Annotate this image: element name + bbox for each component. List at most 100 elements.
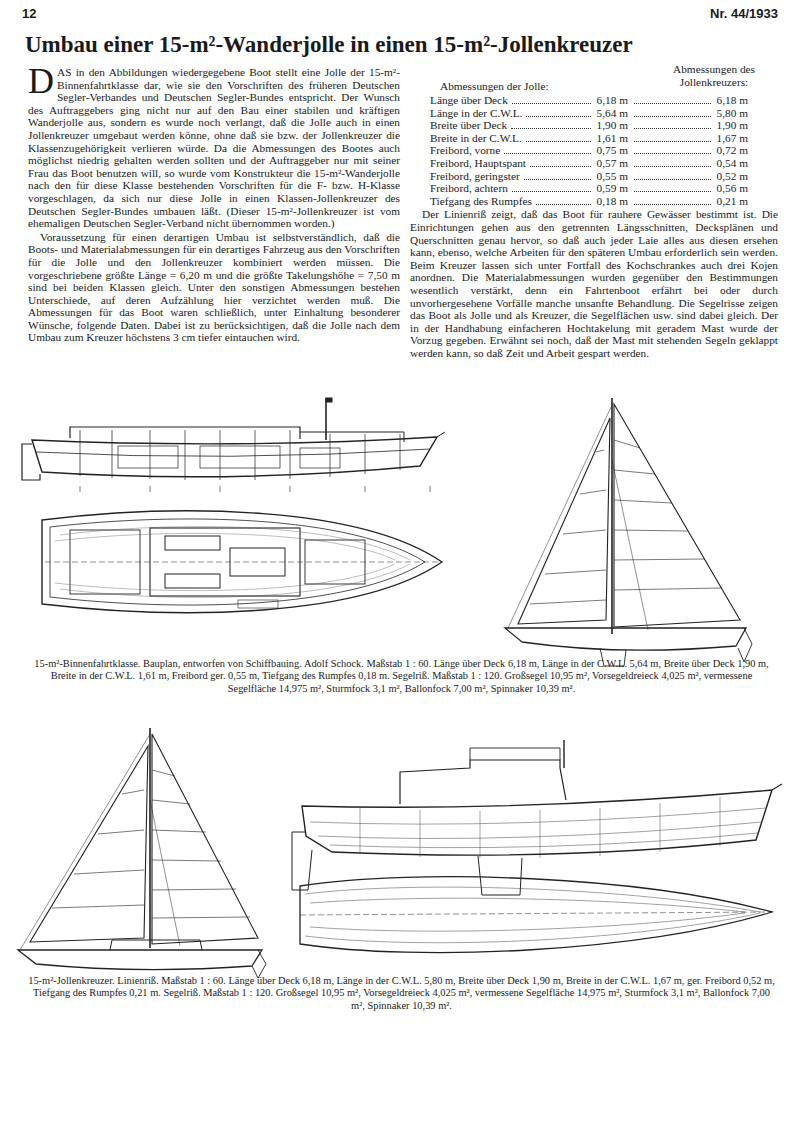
table-value: 1,61 m [597, 132, 628, 145]
table-row-label: Breite über Deck [430, 119, 507, 132]
drawing-line [300, 448, 340, 468]
drawing-line [238, 600, 278, 608]
drawing-line [152, 800, 190, 804]
table-row-label: Breite in der C.W.L. [430, 132, 522, 145]
table-value: 0,18 m [597, 195, 628, 208]
drawing-line [165, 536, 220, 550]
drawing-line [614, 470, 655, 474]
drawing-line [326, 398, 332, 402]
drawing-line [45, 562, 440, 563]
drawing-line [112, 430, 113, 478]
drawing-line [152, 734, 258, 944]
drawing-line [300, 432, 404, 442]
table-row-label: Länge in der C.W.L. [430, 107, 522, 120]
lines-plan [292, 740, 782, 953]
drawing-line [150, 430, 151, 479]
drawing-line [540, 810, 541, 858]
dot-leader [536, 204, 591, 205]
drawing-line [80, 430, 400, 480]
table-value: 6,18 m [597, 94, 628, 107]
table-value: 1,67 m [717, 132, 748, 145]
dot-leader [634, 191, 711, 192]
body-paragraph: Der Linienriß zeigt, daß das Boot für ra… [410, 208, 778, 359]
dot-leader [634, 179, 711, 180]
drawing-line [325, 398, 327, 440]
table-value: 0,59 m [597, 182, 628, 195]
drawing-line [290, 486, 291, 492]
dot-leader [634, 141, 711, 142]
sail-plan-cruiser [18, 728, 266, 978]
page-number: 12 [22, 6, 36, 21]
drawing-line [614, 500, 672, 503]
dot-leader [634, 153, 711, 154]
drawing-line [310, 898, 745, 912]
figure-caption: 15-m²-Binnenfahrtklasse. Bauplan, entwor… [28, 658, 775, 695]
drawing-line [290, 430, 291, 479]
drawing-line [480, 811, 481, 858]
drawing-line [305, 887, 760, 943]
drawing-line [365, 486, 366, 492]
drawing-line [22, 444, 40, 480]
drawing-line [52, 905, 144, 908]
drawing-line [430, 486, 431, 492]
table-value: 5,64 m [597, 107, 628, 120]
drawing-line [165, 574, 220, 588]
drawing-line [310, 913, 745, 931]
sail-plan-dinghy [505, 398, 752, 666]
drawing-line [20, 734, 250, 950]
drawing-line [305, 540, 365, 584]
drawing-line [30, 746, 148, 942]
drawing-line [545, 570, 606, 574]
dot-leader [511, 128, 590, 129]
drawing-line [98, 830, 144, 834]
drawing-line [300, 877, 772, 953]
drawing-line [152, 917, 250, 918]
drawing-line [611, 398, 613, 634]
table-value: 0,57 m [597, 157, 628, 170]
deck-plan [42, 511, 442, 613]
dot-leader [524, 179, 591, 180]
table-value: 0,75 m [597, 144, 628, 157]
table-row-label: Länge über Deck [430, 94, 508, 107]
drawing-line [150, 528, 300, 596]
drawing-line [55, 533, 395, 560]
drawing-line [36, 449, 430, 456]
drawing-line [70, 530, 140, 594]
drawing-line [614, 440, 640, 448]
drawing-line [152, 889, 236, 890]
drawing-line [310, 808, 766, 824]
side-elevation [22, 398, 445, 492]
table-value: 0,52 m [717, 170, 748, 183]
drawing-line [80, 486, 430, 492]
table-heading: Abmessungen der Jolle: [440, 80, 549, 93]
table-value: 0,72 m [717, 144, 748, 157]
table-heading: Abmessungen des Jollenkreuzers: [650, 63, 778, 88]
drawing-line [437, 432, 445, 437]
drawing-line [720, 797, 721, 846]
drawing-line [400, 760, 566, 804]
drawing-line [152, 770, 175, 776]
body-paragraph: DAS in den Abbildungen wiedergegebene Bo… [28, 66, 400, 230]
drawing-line [365, 434, 366, 474]
drawing-line [220, 486, 221, 492]
drawing-line [330, 833, 758, 848]
table-row-label: Freibord, geringster [430, 170, 520, 183]
drawing-line [185, 430, 186, 480]
drawing-line [738, 628, 752, 662]
dot-leader [504, 153, 590, 154]
drawing-line [310, 797, 766, 858]
table-value: 1,90 m [717, 119, 748, 132]
drawing-line [530, 600, 606, 604]
drawing-line [600, 808, 601, 856]
table-value: 0,56 m [717, 182, 748, 195]
drawing-line [563, 530, 606, 534]
drawing-line [305, 913, 760, 943]
figure-caption: 15-m²-Jollenkreuzer. Linienriß. Maßstab … [28, 975, 775, 1012]
dot-leader [634, 166, 711, 167]
table-value: 0,21 m [717, 195, 748, 208]
drawing-line [122, 790, 144, 794]
drawing-line [80, 430, 81, 476]
drawing-line [252, 950, 266, 978]
drawing-line [596, 450, 604, 452]
drawing-line [18, 950, 262, 970]
